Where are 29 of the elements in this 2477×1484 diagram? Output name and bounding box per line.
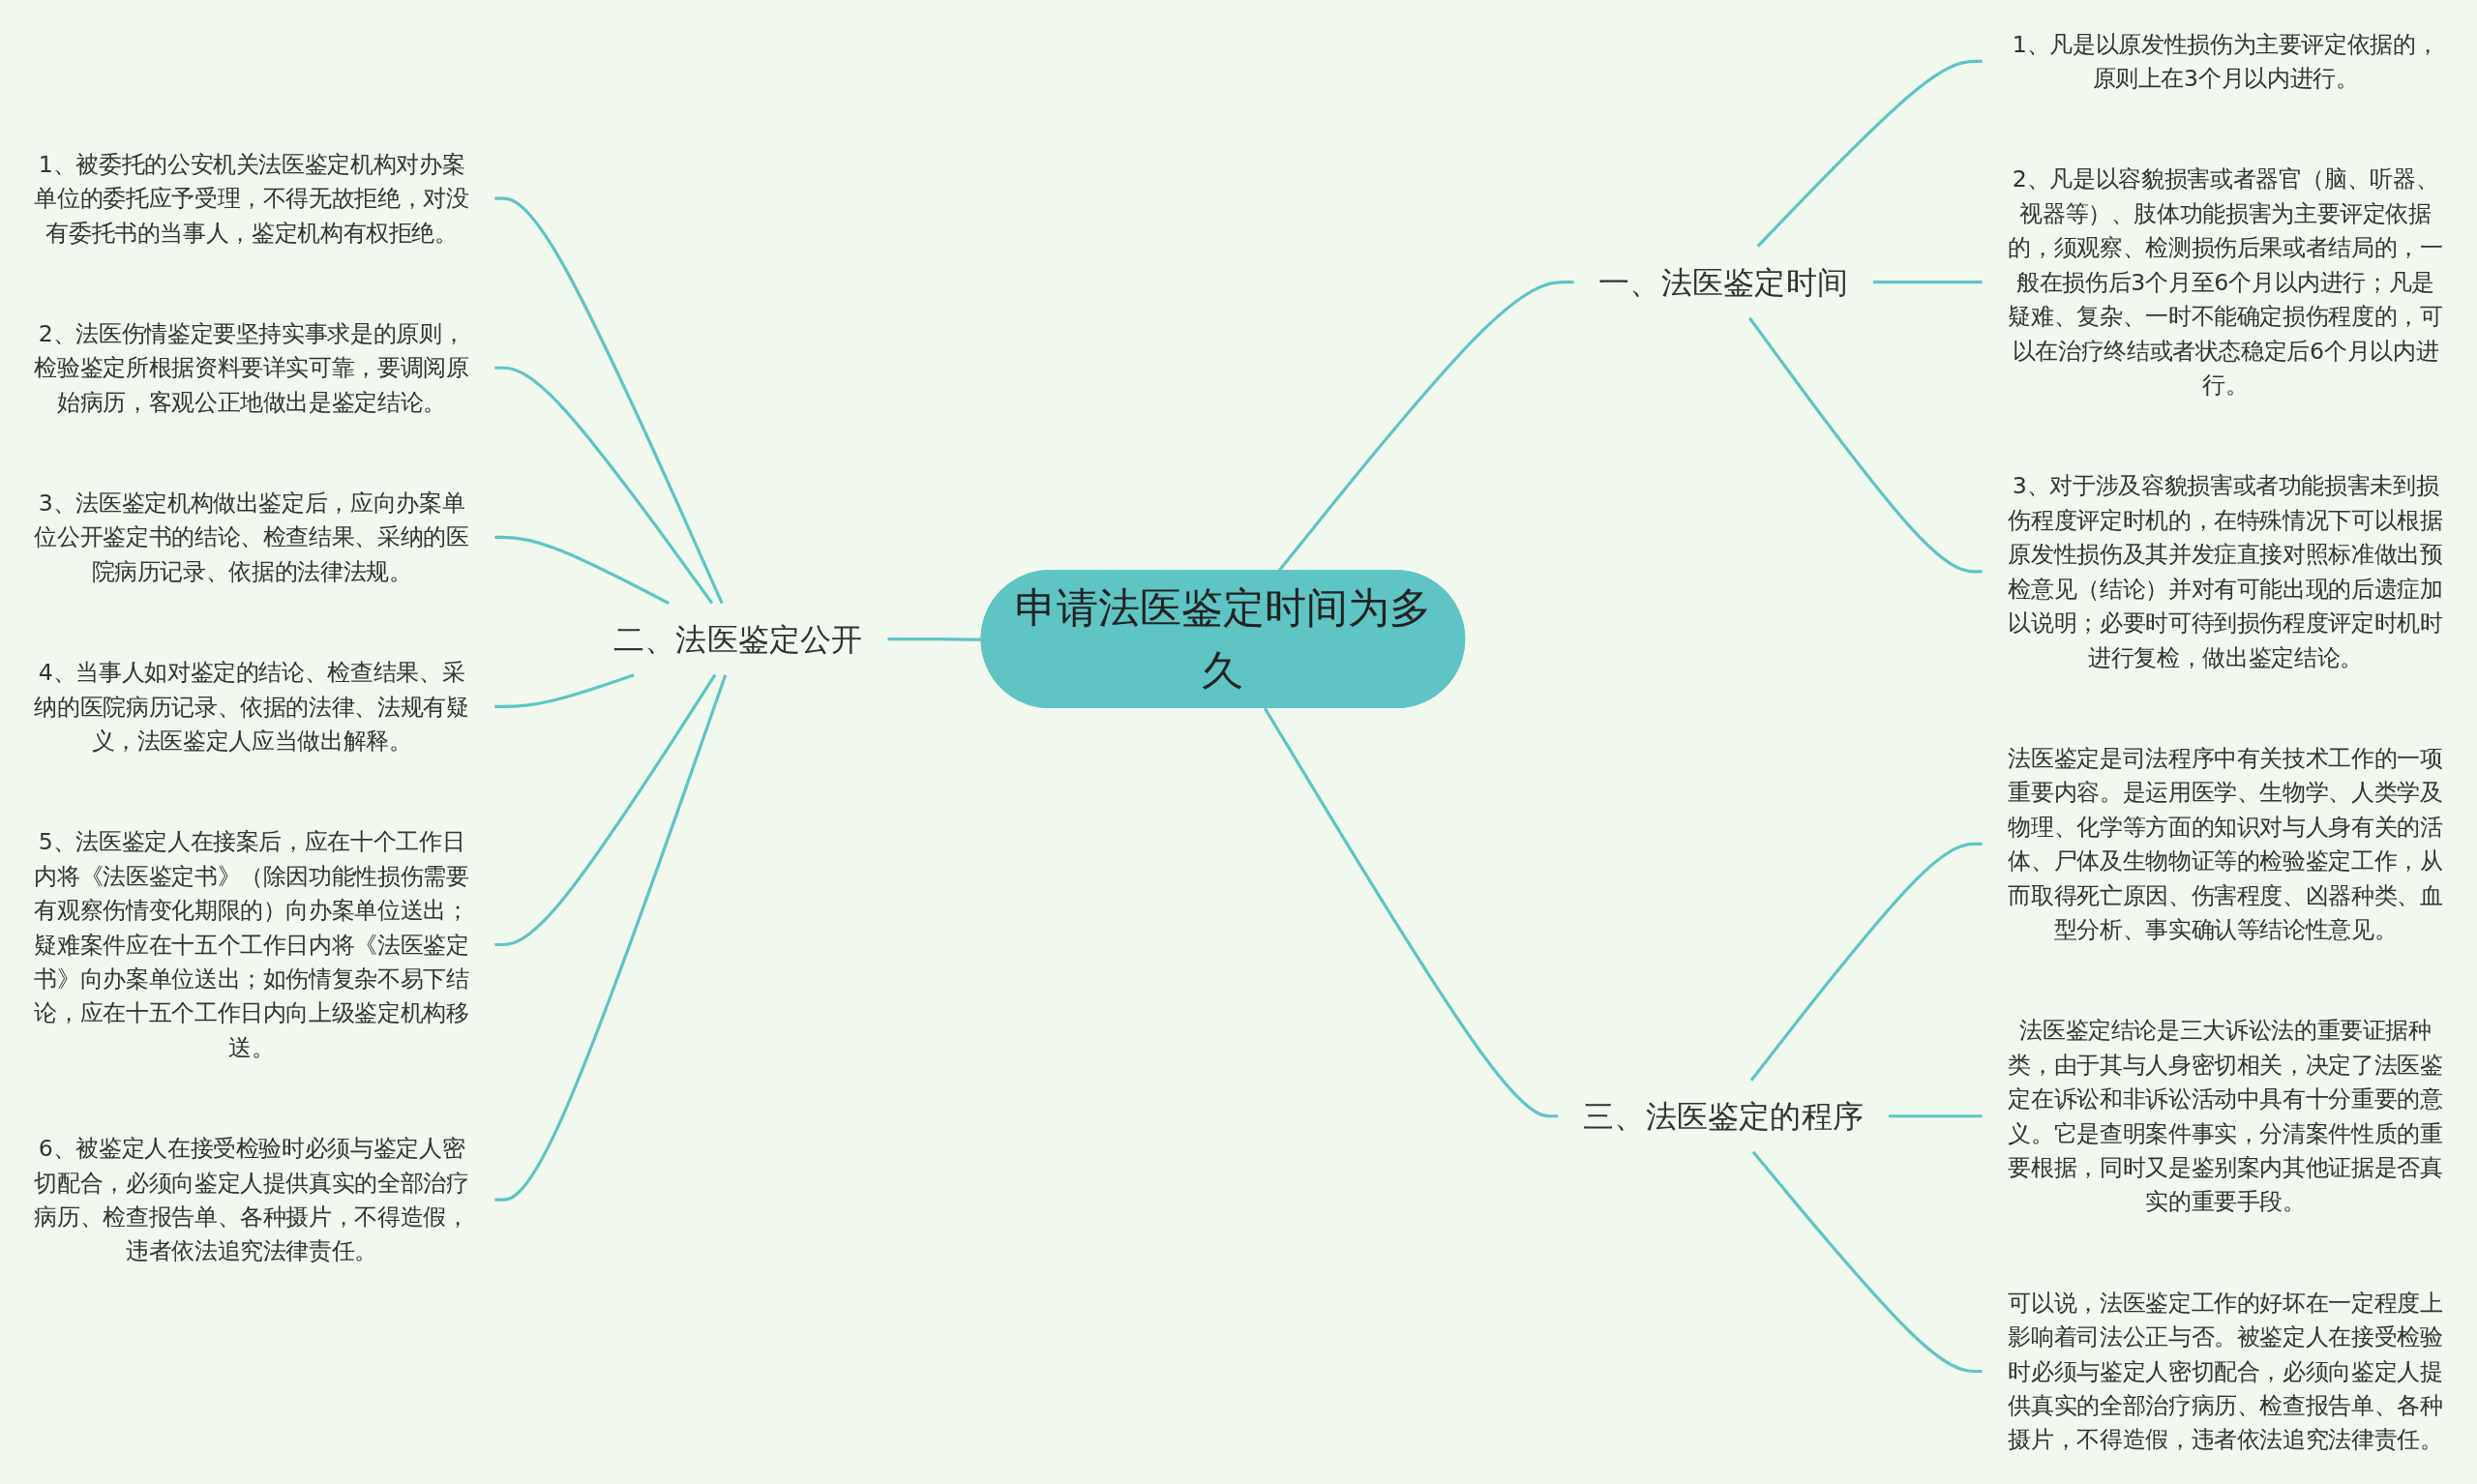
connector	[494, 535, 671, 605]
node-text: 3、对于涉及容貌损害或者功能损害未到损伤程度评定时机的，在特殊情况下可以根据原发性损伤及其并发症直接对照标准做出预检意见（结论）并对有可能出现的后遗症加以说明；必要时可待到损伤程度评定时机时进行复检，做出鉴定结论。	[2008, 472, 2443, 670]
node-text: 3、法医鉴定机构做出鉴定后，应向办案单位公开鉴定书的结论、检查结果、采纳的医院病历记录、依据的法律法规。	[34, 490, 469, 585]
connector	[1751, 1150, 1983, 1374]
connector	[494, 674, 728, 1202]
connector	[1888, 1114, 1983, 1118]
connector	[1756, 59, 1983, 248]
connector	[1749, 842, 1983, 1082]
node-text: 法医鉴定结论是三大诉讼法的重要证据种类，由于其与人身密切相关，决定了法医鉴定在诉讼和非诉讼活动中具有十分重要的意义。它是查明案件事实，分清案件性质的重要根据，同时又是鉴别案内其他证据是否真实的重要手段。	[2008, 1017, 2443, 1215]
connector	[494, 673, 635, 709]
node-text: 三、法医鉴定的程序	[1583, 1097, 1865, 1135]
connector	[494, 673, 717, 947]
connector	[1263, 707, 1559, 1118]
node-text: 5、法医鉴定人在接案后，应在十个工作日内将《法医鉴定书》（除因功能性损伤需要有观察伤情变化期限的）向办案单位送出；疑难案件应在十五个工作日内将《法医鉴定书》向办案单位送出；如伤情复杂不易下结论，应在十五个工作日内向上级鉴定机构移送。	[34, 828, 469, 1061]
node-text: 2、凡是以容貌损害或者器官（脑、听器、视器等）、肢体功能损害为主要评定依据的，须观察、检测损伤后果或者结局的，一般在损伤后3个月至6个月以内进行；凡是疑难、复杂、一时不能确定损伤程度的，可以在治疗终结或者状态稳定后6个月以内进行。	[2008, 165, 2443, 399]
node-text: 4、当事人如对鉴定的结论、检查结果、采纳的医院病历记录、依据的法律、法规有疑义，法医鉴定人应当做出解释。	[34, 659, 469, 755]
node-text: 6、被鉴定人在接受检验时必须与鉴定人密切配合，必须向鉴定人提供真实的全部治疗病历、检查报告单、各种摄片，不得造假，违者依法追究法律责任。	[34, 1135, 469, 1264]
connector	[1872, 281, 1983, 284]
node-text: 2、法医伤情鉴定要坚持实事求是的原则，检验鉴定所根据资料要详实可靠，要调阅原始病历，客观公正地做出是鉴定结论。	[34, 320, 469, 416]
connector	[887, 638, 982, 641]
node-text: 1、凡是以原发性损伤为主要评定依据的，原则上在3个月以内进行。	[2012, 31, 2439, 92]
node-text: 一、法医鉴定时间	[1598, 263, 1849, 301]
node-text: 可以说，法医鉴定工作的好坏在一定程度上影响着司法公正与否。被鉴定人在接受检验时必须与鉴定人密切配合，必须向鉴定人提供真实的全部治疗病历、检查报告单、各种摄片，不得造假，违者依法追究法律责任。	[2008, 1290, 2443, 1453]
node-text: 法医鉴定是司法程序中有关技术工作的一项重要内容。是运用医学、生物学、人类学及物理、化学等方面的知识对与人身有关的活体、尸体及生物物证等的检验鉴定工作，从而取得死亡原因、伤害程度、凶器种类、血型分析、事实确认等结论性意见。	[2008, 745, 2443, 943]
connector	[494, 196, 724, 605]
connector	[494, 366, 714, 605]
node-text: 二、法医鉴定公开	[612, 620, 863, 658]
node-text: 1、被委托的公安机关法医鉴定机构对办案单位的委托应予受理，不得无故拒绝，对没有委托书的当事人，鉴定机构有权拒绝。	[34, 151, 469, 247]
connector	[1748, 316, 1983, 574]
